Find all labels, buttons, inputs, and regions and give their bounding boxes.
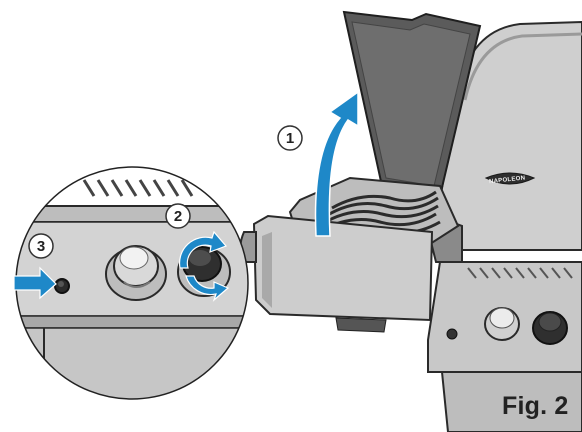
brand-label: NAPOLEON (489, 175, 526, 185)
step-1-label: 1 (286, 130, 294, 147)
step-2-label: 2 (174, 208, 182, 225)
main-knob-left[interactable] (484, 307, 520, 341)
step-3-label: 3 (37, 238, 45, 255)
main-igniter-button[interactable] (446, 328, 458, 340)
side-burner-front-shade (262, 232, 272, 308)
side-burner-front (252, 214, 434, 322)
rotate-arrow-icon (178, 230, 230, 302)
detail-vents (82, 179, 194, 197)
side-burner (239, 10, 482, 333)
step-1-marker: 1 (277, 125, 303, 151)
brand-badge: NAPOLEON (484, 172, 536, 185)
arrow-up-icon (314, 90, 359, 237)
main-hood-edge (463, 32, 582, 101)
main-knob-right[interactable] (532, 311, 568, 345)
figure-caption: Fig. 2 (502, 392, 569, 420)
step-3-marker: 3 (28, 233, 54, 259)
detail-igniter-button[interactable] (54, 278, 70, 294)
main-panel-vents (467, 267, 573, 279)
main-cabinet (440, 371, 582, 432)
detail-panel-bottom (16, 315, 248, 329)
detail-panel-lip (16, 205, 248, 223)
side-burner-lid-inner (351, 21, 471, 187)
detail-knob-left[interactable] (105, 245, 167, 301)
step-2-marker: 2 (165, 203, 191, 229)
arrow-right-icon (13, 266, 57, 300)
side-burner-bracket (335, 317, 387, 333)
grill-main-body: NAPOLEON (427, 20, 582, 432)
